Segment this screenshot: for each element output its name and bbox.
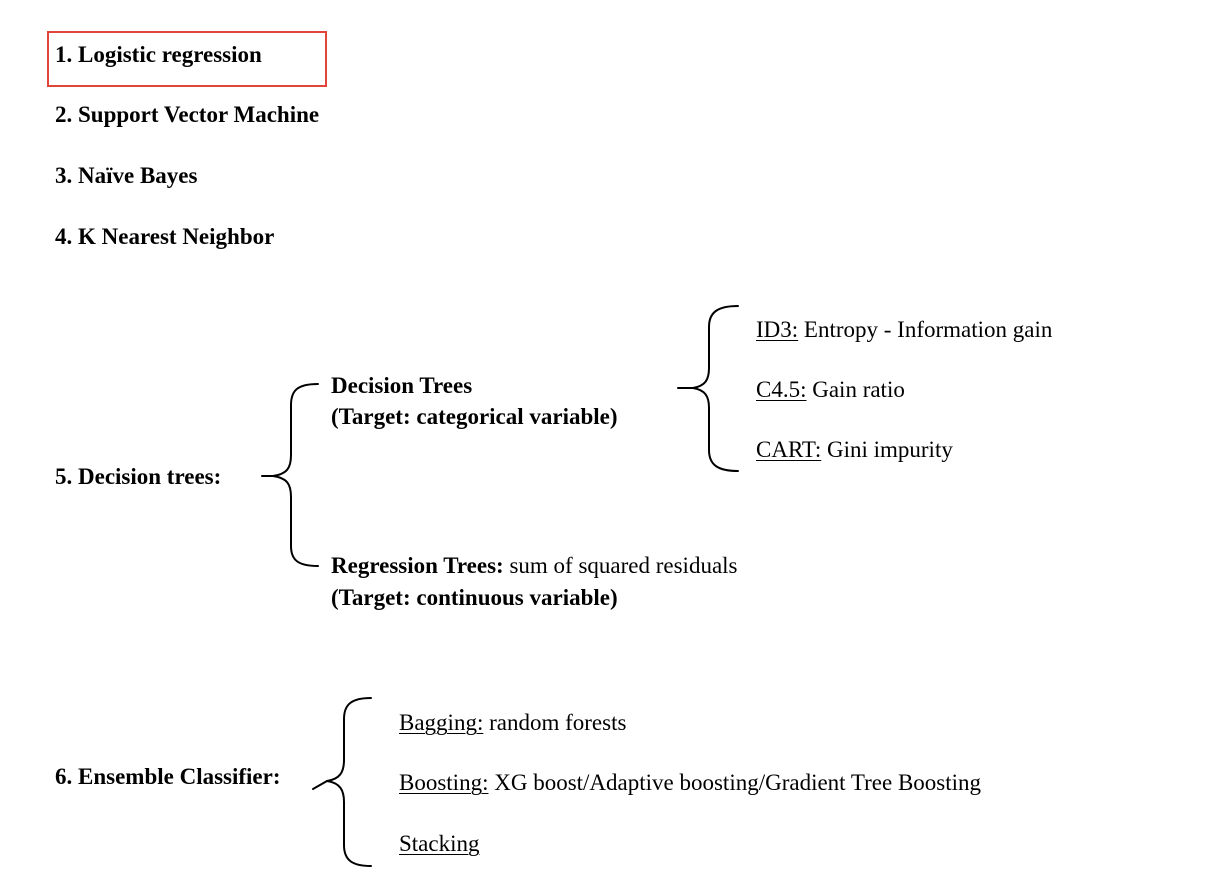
ensemble-boosting-description: XG boost/Adaptive boosting/Gradient Tree… [494, 770, 982, 795]
item-support-vector-machine: 2. Support Vector Machine [55, 102, 320, 127]
ensemble-bagging-description: random forests [489, 710, 627, 735]
algorithm-id3: ID3: Entropy - Information gain [756, 318, 1052, 341]
decision-trees-target: (Target: categorical variable) [331, 404, 618, 429]
item-logistic-regression: 1. Logistic regression [55, 42, 262, 67]
algorithm-id3-name: ID3: [756, 317, 799, 342]
regression-trees-target: (Target: continuous variable) [331, 585, 618, 610]
algorithms-brace [692, 305, 739, 472]
ensemble-boosting-name: Boosting: [399, 770, 489, 795]
ensemble-bagging: Bagging: random forests [399, 711, 626, 734]
regression-trees-description: sum of squared residuals [509, 553, 738, 578]
algorithm-c45: C4.5: Gain ratio [756, 378, 905, 401]
algorithm-cart: CART: Gini impurity [756, 438, 953, 461]
ensemble-stacking-name: Stacking [399, 831, 480, 856]
algorithm-c45-name: C4.5: [756, 377, 807, 402]
regression-trees-title: Regression Trees: [331, 553, 504, 578]
algorithm-cart-description: Gini impurity [826, 437, 953, 462]
ensemble-brace [326, 697, 372, 867]
decision-trees-brace [272, 383, 319, 567]
ensemble-boosting: Boosting: XG boost/Adaptive boosting/Gra… [399, 771, 981, 794]
algorithm-c45-description: Gain ratio [812, 377, 905, 402]
item-k-nearest-neighbor: 4. K Nearest Neighbor [55, 224, 275, 249]
algorithm-cart-name: CART: [756, 437, 822, 462]
item-ensemble-classifier: 6. Ensemble Classifier: [55, 764, 281, 789]
algorithm-id3-description: Entropy - Information gain [803, 317, 1053, 342]
item-naive-bayes: 3. Naïve Bayes [55, 163, 198, 188]
item-decision-trees: 5. Decision trees: [55, 464, 222, 489]
regression-trees-line: Regression Trees: sum of squared residua… [331, 554, 738, 577]
ensemble-connector [312, 780, 328, 790]
ensemble-bagging-name: Bagging: [399, 710, 484, 735]
decision-trees-title: Decision Trees [331, 373, 473, 398]
highlight-box [47, 31, 327, 87]
ensemble-stacking: Stacking [399, 832, 480, 855]
